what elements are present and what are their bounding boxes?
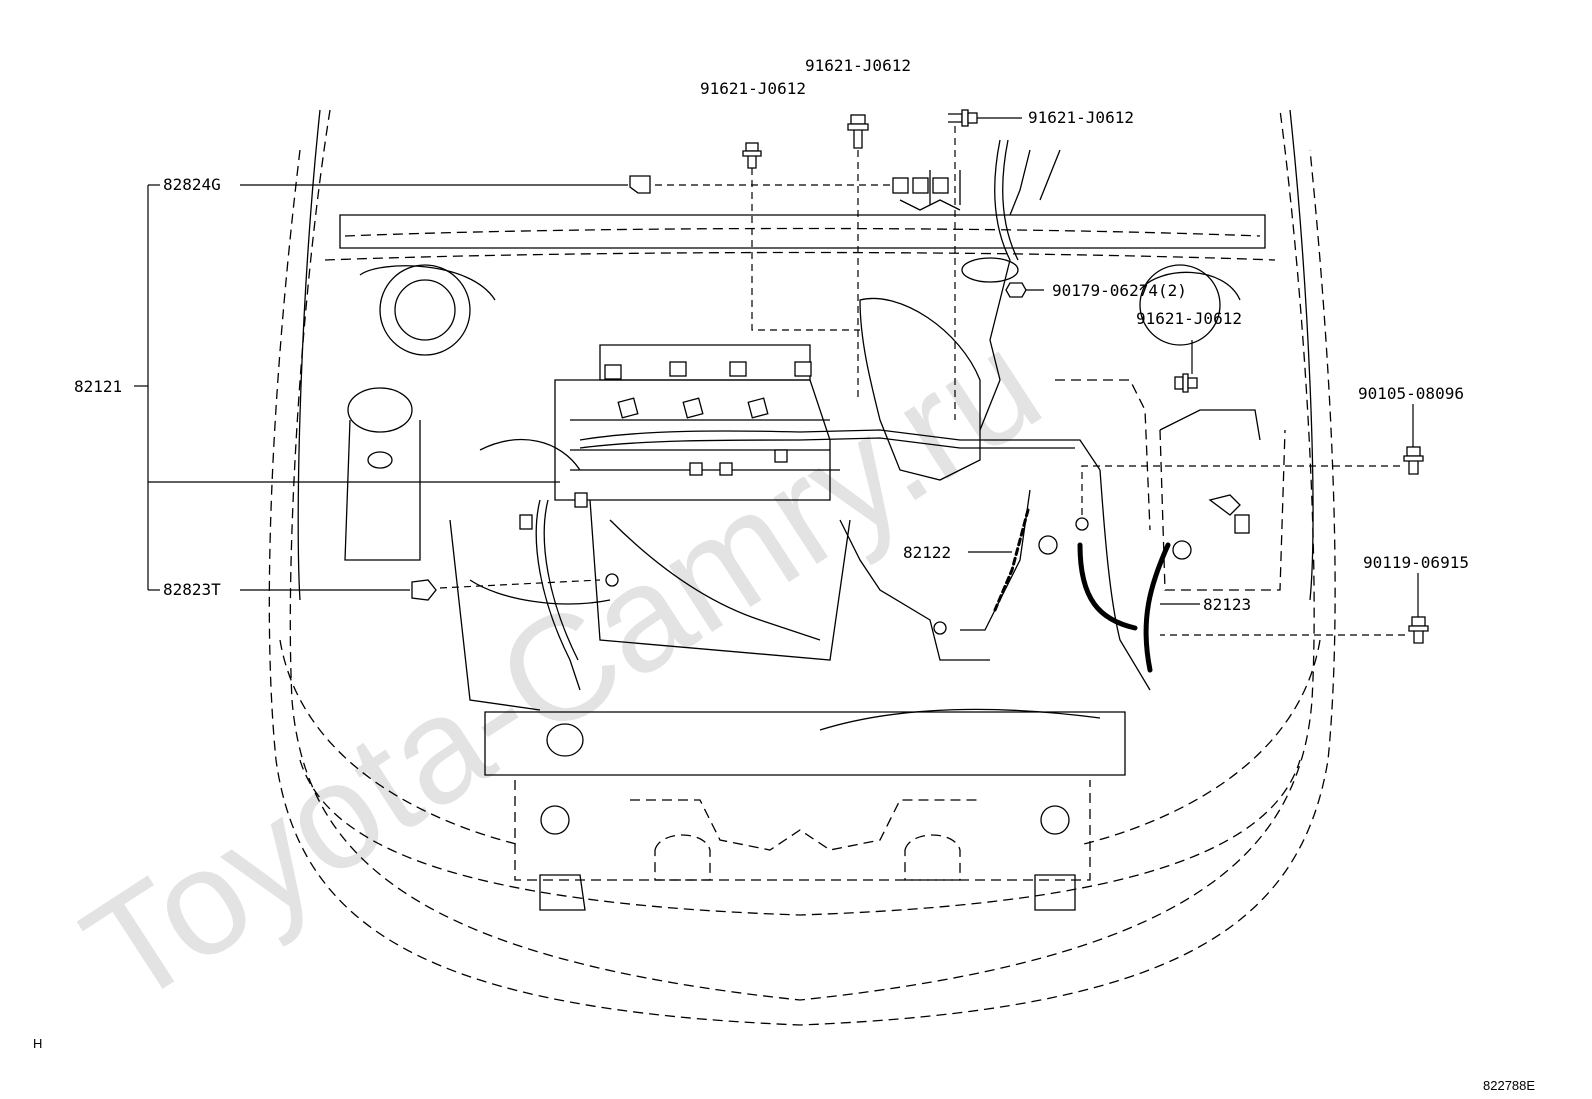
clip-82823t-leader	[240, 573, 619, 601]
callout-clip-lower: 82823T	[163, 580, 221, 599]
wire-harness-main	[469, 139, 1151, 691]
bolt-top-left-part	[742, 142, 860, 331]
callout-harness-main: 82121	[74, 377, 122, 396]
callout-bolt-top-center: 91621-J0612	[805, 56, 911, 75]
callout-wire-battery-neg: 82122	[903, 543, 951, 562]
callout-clip-upper: 82824G	[163, 175, 221, 194]
nut-grommet-part	[961, 257, 1044, 298]
strut-tower-left	[359, 264, 496, 356]
strut-tower-right	[1139, 264, 1241, 346]
battery-cables	[933, 489, 1200, 673]
callout-bolt-top-right: 91621-J0612	[1028, 108, 1134, 127]
clip-82824g-leader	[240, 175, 949, 194]
watermark-text: Toyota-Camry.ru	[56, 298, 1068, 1037]
battery	[1055, 379, 1286, 591]
bolt-battery-lower-part	[1160, 573, 1429, 644]
callout-bolt-battery-lower: 90119-06915	[1363, 553, 1469, 572]
bolt-top-right-part	[948, 109, 1022, 420]
reservoir-left	[344, 387, 421, 561]
cowl-panel	[324, 214, 1276, 261]
bolt-battery-upper-part	[1075, 404, 1424, 531]
callout-bolt-battery-upper: 90105-08096	[1358, 384, 1464, 403]
callout-bolt-top-left: 91621-J0612	[700, 79, 806, 98]
car-body-outline	[268, 109, 1336, 1026]
bolt-top-center-part	[847, 114, 869, 400]
coil-packs	[519, 361, 812, 530]
radiator-support	[484, 708, 1126, 911]
bracket-leader	[134, 184, 560, 591]
callout-nut-grommet: 90179-06274(2)	[1052, 281, 1187, 300]
figure-id-label: 822788E	[1483, 1078, 1535, 1093]
callout-bolt-right-mid: 91621-J0612	[1136, 309, 1242, 328]
bolt-right-mid-part	[1174, 340, 1198, 393]
view-code-label: H	[33, 1036, 42, 1051]
callout-wire-battery-pos: 82123	[1203, 595, 1251, 614]
engine-block	[449, 297, 990, 711]
